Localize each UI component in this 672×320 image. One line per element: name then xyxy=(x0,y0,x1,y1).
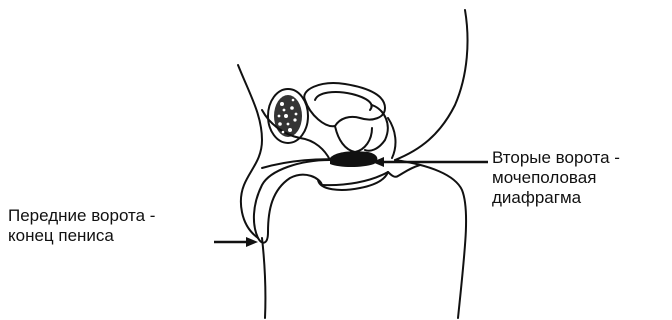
urogenital-diaphragm xyxy=(330,151,377,167)
perineum xyxy=(388,165,420,177)
bladder-inner xyxy=(315,92,372,110)
penis-upper xyxy=(254,160,330,238)
abdomen-outline xyxy=(238,65,262,238)
label-second-gate: Вторые ворота - мочеполовая диафрагма xyxy=(492,148,620,208)
back-outline xyxy=(395,10,468,160)
label-second-gate-line-1: Вторые ворота - xyxy=(492,148,620,168)
label-front-gate: Передние ворота - конец пениса xyxy=(8,206,155,246)
scrotum xyxy=(318,172,388,190)
rectum xyxy=(388,118,395,158)
label-front-gate-line-1: Передние ворота - xyxy=(8,206,155,226)
prostate xyxy=(335,126,372,152)
buttock-outline xyxy=(395,160,466,318)
thigh-front-line xyxy=(262,238,265,318)
arrow-head-left xyxy=(246,237,258,247)
penis-lower xyxy=(268,175,322,232)
label-second-gate-line-3: диафрагма xyxy=(492,188,620,208)
label-front-gate-line-2: конец пениса xyxy=(8,226,155,246)
label-second-gate-line-2: мочеполовая xyxy=(492,168,620,188)
colon-section xyxy=(268,89,308,143)
